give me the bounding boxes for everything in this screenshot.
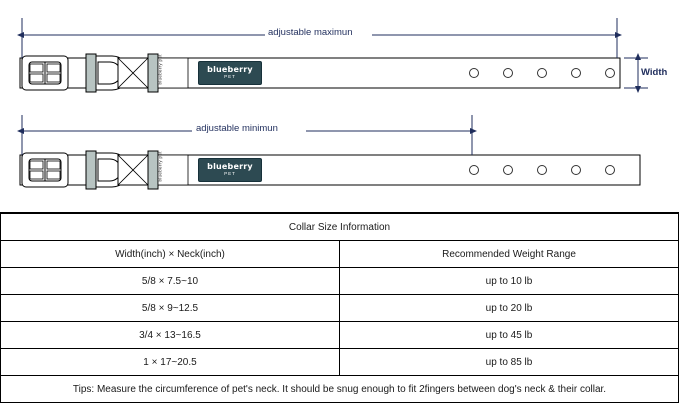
brand-tag-top: blueberry PET [198, 61, 262, 85]
tips-text: Tips: Measure the circumference of pet's… [0, 375, 679, 403]
weight-cell: up to 10 lb [339, 267, 679, 295]
table-title-row: Collar Size Information [0, 213, 679, 241]
size-cell: 1 × 17~20.5 [0, 348, 340, 376]
strap-text-bottom: blueberry pet [157, 151, 163, 182]
collar-illustration-svg [17, 18, 648, 190]
collar-diagram: adjustable maximun adjustable minimun Wi… [17, 18, 668, 190]
table-header-row: Width(inch) × Neck(inch) Recommended Wei… [0, 240, 679, 268]
table-row: 1 × 17~20.5 up to 85 lb [0, 348, 679, 376]
adjustable-minimum-label: adjustable minimun [196, 123, 278, 134]
table-row: 5/8 × 7.5~10 up to 10 lb [0, 267, 679, 295]
weight-cell: up to 85 lb [339, 348, 679, 376]
brand-sub-top: PET [224, 74, 236, 79]
collar-size-information-table: Collar Size Information Width(inch) × Ne… [0, 212, 679, 403]
size-cell: 3/4 × 13~16.5 [0, 321, 340, 349]
weight-cell: up to 45 lb [339, 321, 679, 349]
brand-tag-bottom: blueberry PET [198, 158, 262, 182]
table-row: 5/8 × 9~12.5 up to 20 lb [0, 294, 679, 322]
column-header-weight-range: Recommended Weight Range [339, 240, 679, 268]
width-label: Width [641, 67, 668, 78]
strap-text-top: blueberry pet [157, 54, 163, 85]
table-tips-row: Tips: Measure the circumference of pet's… [0, 375, 679, 403]
size-cell: 5/8 × 7.5~10 [0, 267, 340, 295]
size-cell: 5/8 × 9~12.5 [0, 294, 340, 322]
table-row: 3/4 × 13~16.5 up to 45 lb [0, 321, 679, 349]
weight-cell: up to 20 lb [339, 294, 679, 322]
column-header-width-neck: Width(inch) × Neck(inch) [0, 240, 340, 268]
brand-name-bottom: blueberry [207, 162, 253, 171]
brand-name-top: blueberry [207, 65, 253, 74]
table-title: Collar Size Information [0, 213, 679, 241]
brand-sub-bottom: PET [224, 171, 236, 176]
adjustable-maximum-label: adjustable maximun [268, 27, 353, 38]
